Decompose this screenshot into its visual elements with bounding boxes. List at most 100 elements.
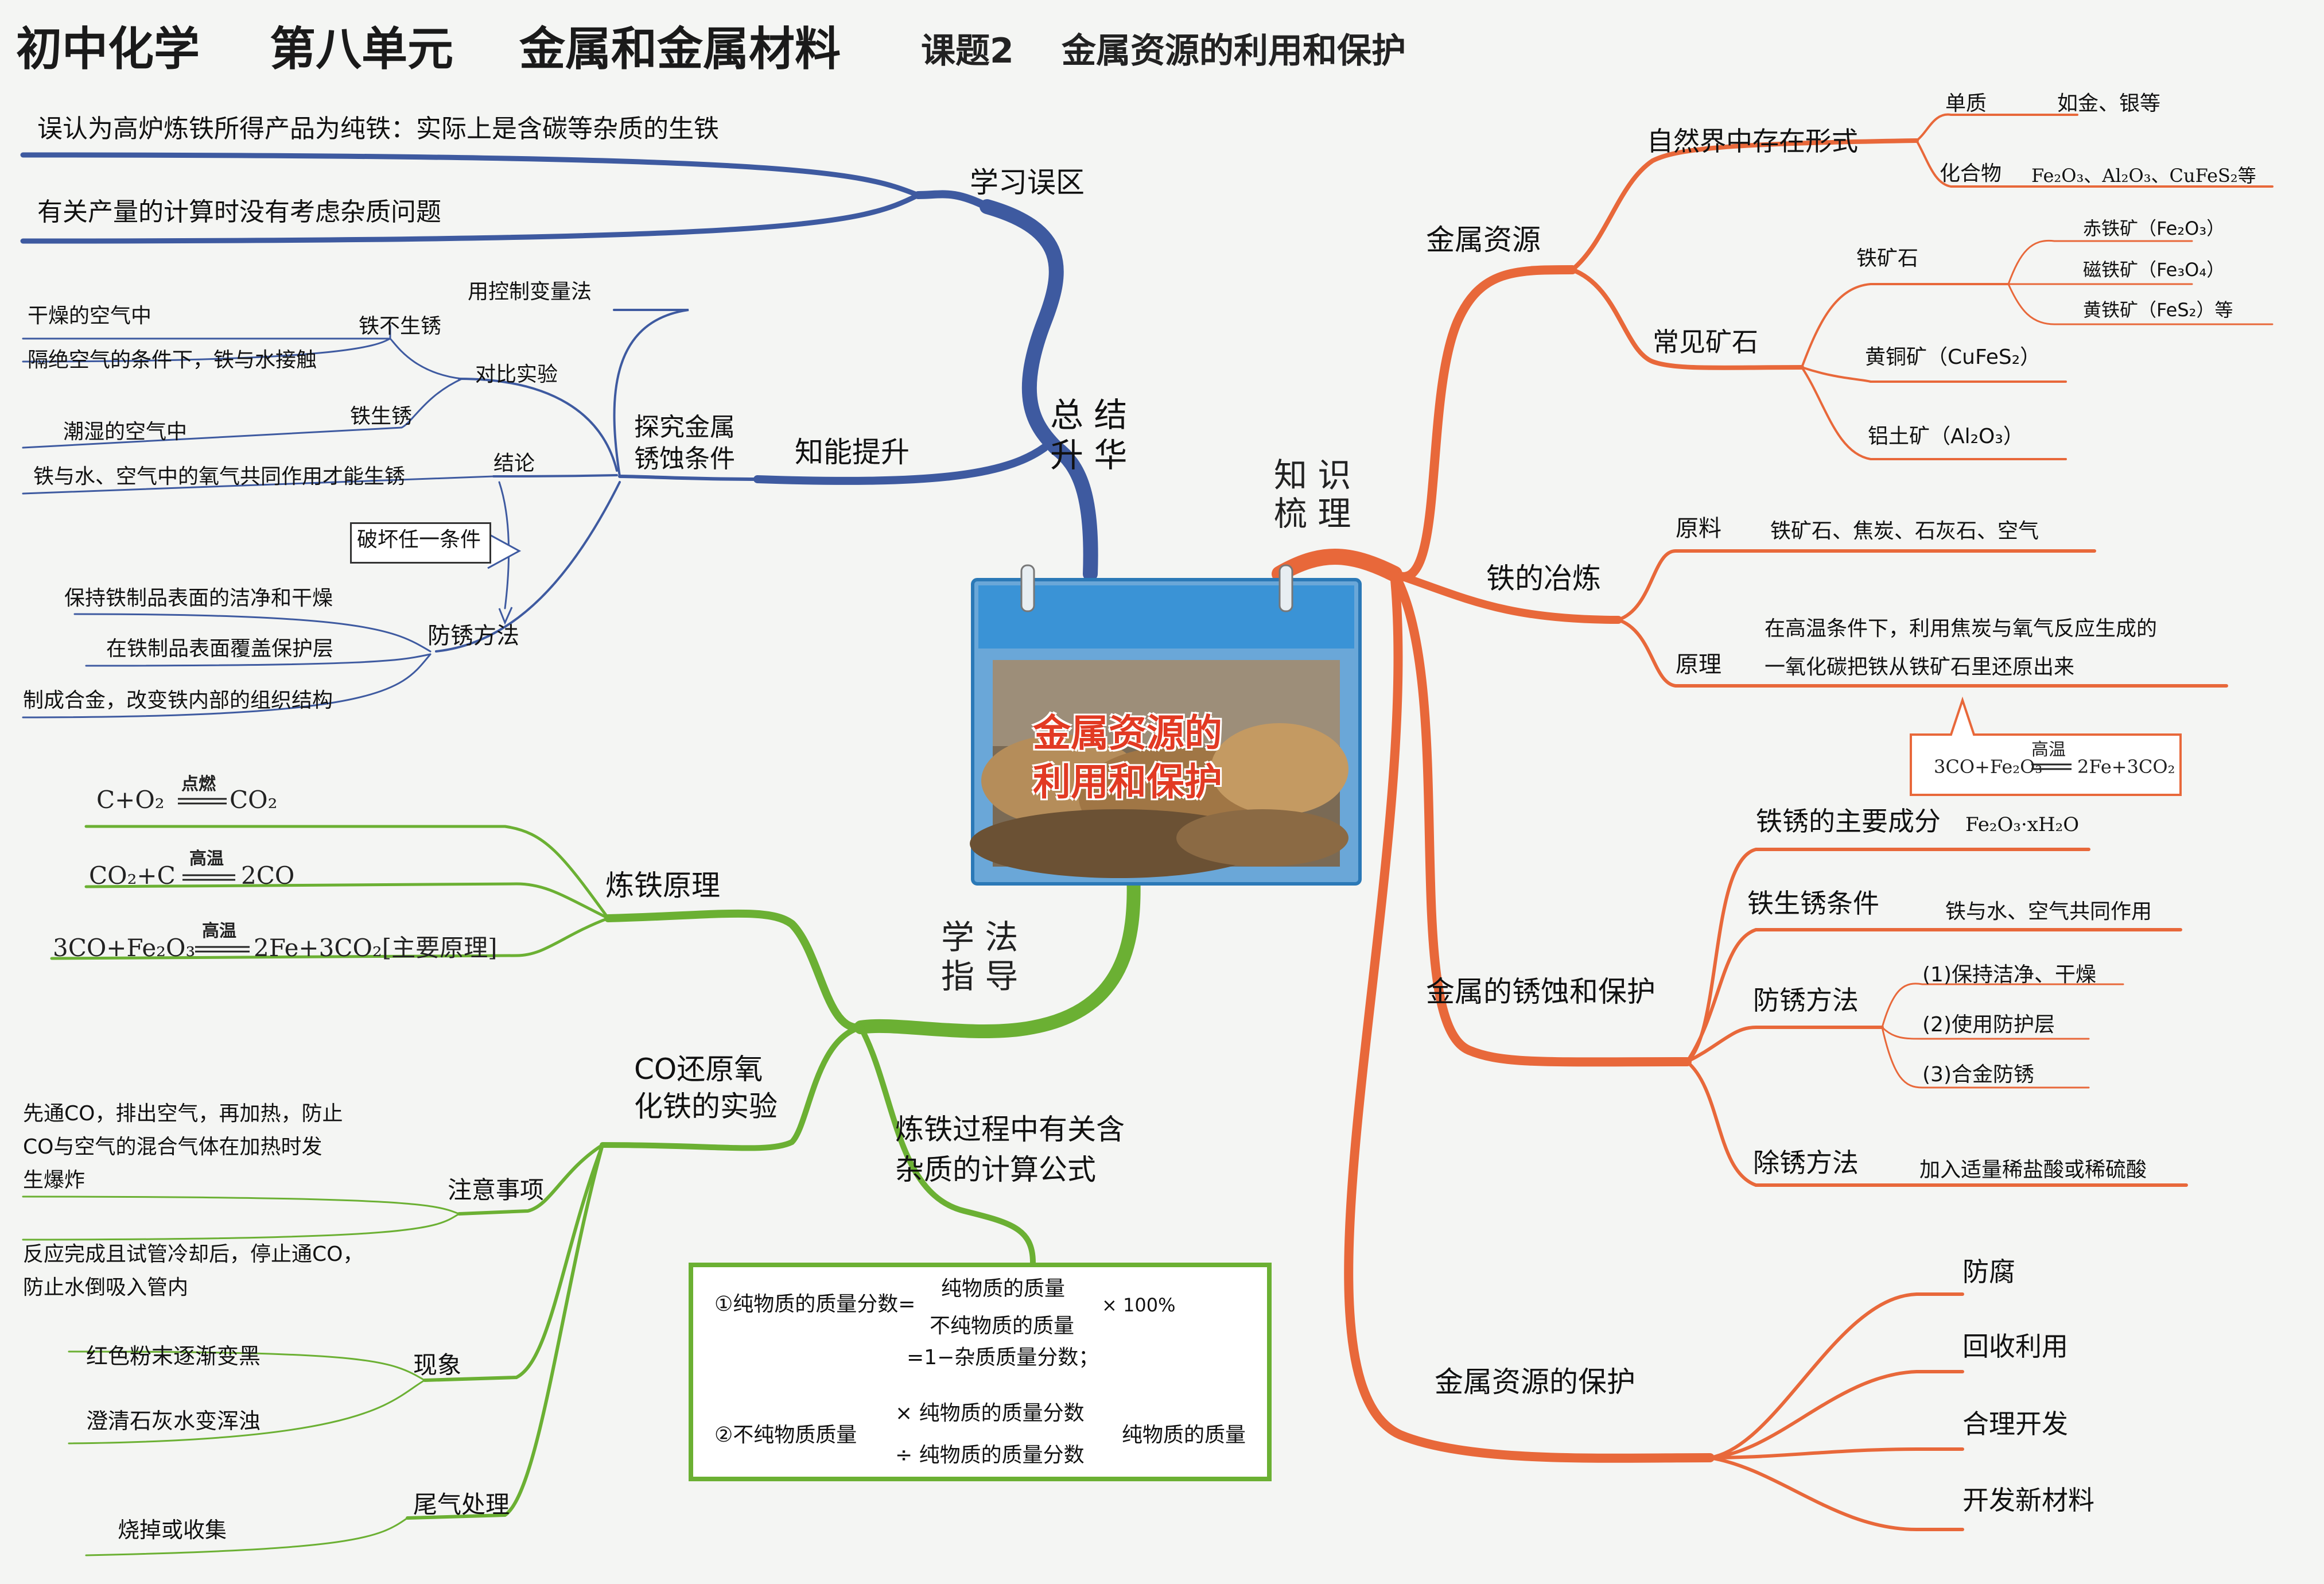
notes-item2-line2: 防止水倒吸入管内	[23, 1276, 189, 1299]
misconception-item-1: 误认为高炉炼铁所得产品为纯铁：实际上是含碳等杂质的生铁	[37, 114, 719, 143]
rust-condition: 铁生锈条件	[1747, 888, 1879, 919]
header-unit-title: 金属和金属材料	[519, 22, 841, 76]
eq3-cond: 高温	[202, 921, 236, 941]
blue-trunk	[980, 199, 1098, 581]
notes-item2-line1: 反应完成且试管冷却后，停止通CO，	[23, 1243, 364, 1266]
ability-label: 知能提升	[795, 436, 910, 469]
rust-condition-text: 铁与水、空气共同作用	[1945, 900, 2152, 923]
formula1-times: × 100%	[1102, 1294, 1176, 1316]
tail-gas-label: 尾气处理	[413, 1490, 510, 1519]
forms-label: 自然界中存在形式	[1647, 126, 1858, 157]
calc-label-line1: 炼铁过程中有关含	[895, 1113, 1125, 1146]
compare-experiment: 对比实验	[475, 363, 558, 386]
conclusion-text: 铁与水、空气中的氧气共同作用才能生锈	[33, 465, 406, 488]
explore-label-line2: 锈蚀条件	[634, 444, 735, 473]
misconception-item-2: 有关产量的计算时没有考虑杂质问题	[37, 197, 441, 227]
prevent-item-2: 在铁制品表面覆盖保护层	[106, 637, 334, 661]
magnetite: 磁铁矿（Fe₃O₄）	[2083, 259, 2225, 281]
isolate-air: 隔绝空气的条件下，铁与水接触	[28, 348, 317, 372]
principle-label: 原理	[1676, 651, 1721, 678]
smelting-eq-right: 2Fe+3CO₂	[2077, 756, 2175, 778]
protection-item-4: 开发新材料	[1962, 1485, 2094, 1516]
summary-label-line2: 升 华	[1050, 436, 1128, 475]
notes-label: 注意事项	[448, 1176, 545, 1204]
smelting-label: 铁的冶炼	[1486, 562, 1601, 595]
break-condition: 破坏任一条件	[357, 528, 481, 552]
notes-item1-line2: CO与空气的混合气体在加热时发	[23, 1135, 322, 1159]
humid-air: 潮湿的空气中	[63, 420, 188, 444]
orange-trunk	[1272, 549, 1402, 582]
resources-label: 金属资源	[1426, 223, 1541, 257]
formula2-right: 纯物质的质量	[1122, 1423, 1246, 1447]
formula2-top: × 纯物质的质量分数	[895, 1401, 1085, 1425]
phenomena-label: 现象	[413, 1351, 462, 1379]
calc-label-line2: 杂质的计算公式	[895, 1153, 1096, 1186]
break-condition-box	[350, 522, 491, 564]
formula2-bottom: ÷ 纯物质的质量分数	[895, 1443, 1085, 1467]
eq2-right: 2CO	[241, 861, 295, 890]
corrosion-label: 金属的锈蚀和保护	[1426, 975, 1655, 1008]
method-label-line2: 指 导	[941, 957, 1019, 996]
pyrite: 黄铁矿（FeS₂）等	[2083, 299, 2233, 321]
notes-item1-line1: 先通CO，排出空气，再加热，防止	[23, 1102, 343, 1125]
no-rust: 铁不生锈	[359, 315, 442, 338]
eq1-cond: 点燃	[181, 774, 216, 794]
protection-item-2: 回收利用	[1962, 1331, 2068, 1362]
header-unit: 第八单元	[270, 22, 453, 76]
formula1-prefix: ①纯物质的质量分数=	[714, 1292, 916, 1316]
header-topic-title: 金属资源的利用和保护	[1062, 31, 1406, 71]
element-example: 如金、银等	[2057, 92, 2161, 115]
compound-example: Fe₂O₃、Al₂O₃、CuFeS₂等	[2031, 165, 2256, 187]
principle-line2: 一氧化碳把铁从铁矿石里还原出来	[1765, 655, 2075, 679]
rust-formula: Fe₂O₃·xH₂O	[1965, 813, 2080, 836]
prevent-item-1: 保持铁制品表面的洁净和干燥	[64, 587, 333, 610]
blue-to-misc	[914, 190, 991, 211]
blue-to-ability	[753, 444, 1048, 485]
eq3-right: 2Fe+3CO₂[主要原理]	[254, 934, 498, 962]
rust: 铁生锈	[350, 405, 413, 428]
rust-remove: 除锈方法	[1753, 1147, 1859, 1178]
experiment-label-line1: CO还原氧	[634, 1053, 763, 1086]
corrosion-prevent: 防锈方法	[1753, 985, 1859, 1016]
element-label: 单质	[1945, 92, 1987, 115]
knowledge-label-line2: 梳 理	[1274, 494, 1351, 533]
formula2-prefix: ②不纯物质质量	[714, 1423, 857, 1447]
protection-item-1: 防腐	[1962, 1256, 2015, 1287]
compound-label: 化合物	[1940, 162, 2002, 185]
center-title-line1: 金属资源的	[1033, 711, 1222, 755]
phenomena-item-2: 澄清石灰水变浑浊	[86, 1408, 261, 1434]
header-subject: 初中化学	[16, 22, 200, 76]
ores-label: 常见矿石	[1653, 327, 1758, 358]
summary-label-line1: 总 结	[1050, 395, 1128, 434]
eq2-cond: 高温	[189, 849, 224, 869]
control-variable: 用控制变量法	[468, 280, 592, 304]
phenomena-item-1: 红色粉末逐渐变黑	[86, 1344, 261, 1369]
prevent-item-3: 制成合金，改变铁内部的组织结构	[23, 689, 333, 712]
smelt-principle-label: 炼铁原理	[605, 869, 720, 902]
protection-label: 金属资源的保护	[1435, 1365, 1635, 1399]
knowledge-label-line1: 知 识	[1274, 456, 1351, 495]
formula1-denominator: 不纯物质的质量	[930, 1314, 1075, 1338]
eq2-left: CO₂+C	[89, 861, 176, 890]
bauxite: 铝土矿（Al₂O₃）	[1868, 425, 2024, 448]
chalcopyrite: 黄铜矿（CuFeS₂）	[1865, 345, 2041, 369]
prevent-label: 防锈方法	[428, 623, 519, 649]
center-title-line2: 利用和保护	[1033, 760, 1222, 804]
rust-remove-text: 加入适量稀盐酸或稀硫酸	[1919, 1158, 2147, 1182]
tail-gas-text: 烧掉或收集	[118, 1517, 227, 1543]
eq1-left: C+O₂	[96, 786, 165, 814]
corrosion-prevent-3: (3)合金防锈	[1922, 1063, 2034, 1086]
iron-ore: 铁矿石	[1856, 247, 1919, 270]
green-trunk	[854, 865, 1141, 1039]
notes-item1-line3: 生爆炸	[23, 1168, 86, 1192]
principle-line1: 在高温条件下，利用焦炭与氧气反应生成的	[1765, 617, 2158, 640]
corrosion-prevent-1: (1)保持洁净、干燥	[1922, 963, 2096, 987]
raw-text: 铁矿石、焦炭、石灰石、空气	[1770, 519, 2039, 543]
hematite: 赤铁矿（Fe₂O₃）	[2083, 218, 2225, 239]
corrosion-prevent-2: (2)使用防护层	[1922, 1013, 2055, 1036]
protection-item-3: 合理开发	[1962, 1408, 2068, 1439]
eq1-right: CO₂	[230, 786, 278, 814]
raw-label: 原料	[1676, 515, 1721, 542]
conclusion: 结论	[493, 452, 535, 475]
